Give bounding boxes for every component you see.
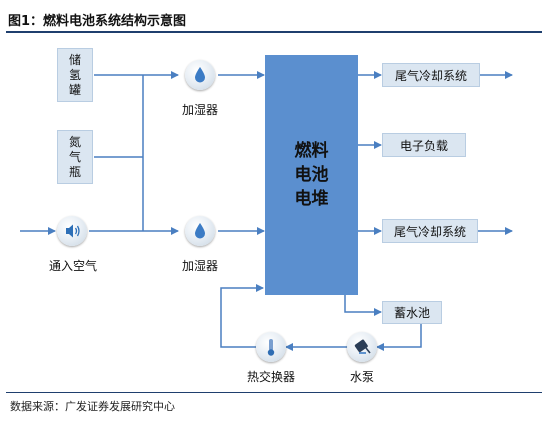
arrow-reservoir-to-pump <box>376 324 422 351</box>
tail-gas-cooling-bottom-label: 尾气冷却系统 <box>393 224 466 239</box>
electronic-load-box: 电子负载 <box>382 133 466 157</box>
water-drop-icon <box>185 60 215 90</box>
fuel-cell-stack: 燃料 电池 电堆 <box>265 55 358 295</box>
hydrogen-tank-label: 储 氢 罐 <box>68 52 81 97</box>
title-divider <box>6 31 542 33</box>
heat-exchanger-label: 热交换器 <box>246 370 295 384</box>
humidifier-bottom-label: 加湿器 <box>181 259 218 273</box>
tail-gas-cooling-top-box: 尾气冷却系统 <box>382 63 480 87</box>
source-note: 数据来源：广发证券发展研究中心 <box>10 400 175 413</box>
humidifier-top-label: 加湿器 <box>181 103 218 117</box>
air-inlet-label: 通入空气 <box>48 259 97 273</box>
figure-title: 图1：燃料电池系统结构示意图 <box>8 14 187 29</box>
nitrogen-bottle-box: 氮 气 瓶 <box>57 130 93 184</box>
arrow-exchanger-to-stack <box>220 284 264 348</box>
electronic-load-label: 电子负载 <box>399 138 448 153</box>
arrow-stack-to-reservoir <box>344 294 382 316</box>
fuel-cell-stack-label: 燃料 电池 电堆 <box>294 141 329 209</box>
reservoir-box: 蓄水池 <box>382 301 442 324</box>
reservoir-label: 蓄水池 <box>393 306 430 320</box>
water-pump-icon <box>347 332 377 362</box>
water-drop-icon <box>185 216 215 246</box>
footer-divider <box>6 392 542 393</box>
tail-gas-cooling-top-label: 尾气冷却系统 <box>394 68 467 83</box>
hydrogen-tank-box: 储 氢 罐 <box>57 48 93 102</box>
thermometer-icon <box>256 332 286 362</box>
water-pump-label: 水泵 <box>349 370 374 384</box>
nitrogen-bottle-label: 氮 气 瓶 <box>68 134 81 179</box>
tail-gas-cooling-bottom-box: 尾气冷却系统 <box>382 219 478 243</box>
speaker-icon <box>57 216 87 246</box>
